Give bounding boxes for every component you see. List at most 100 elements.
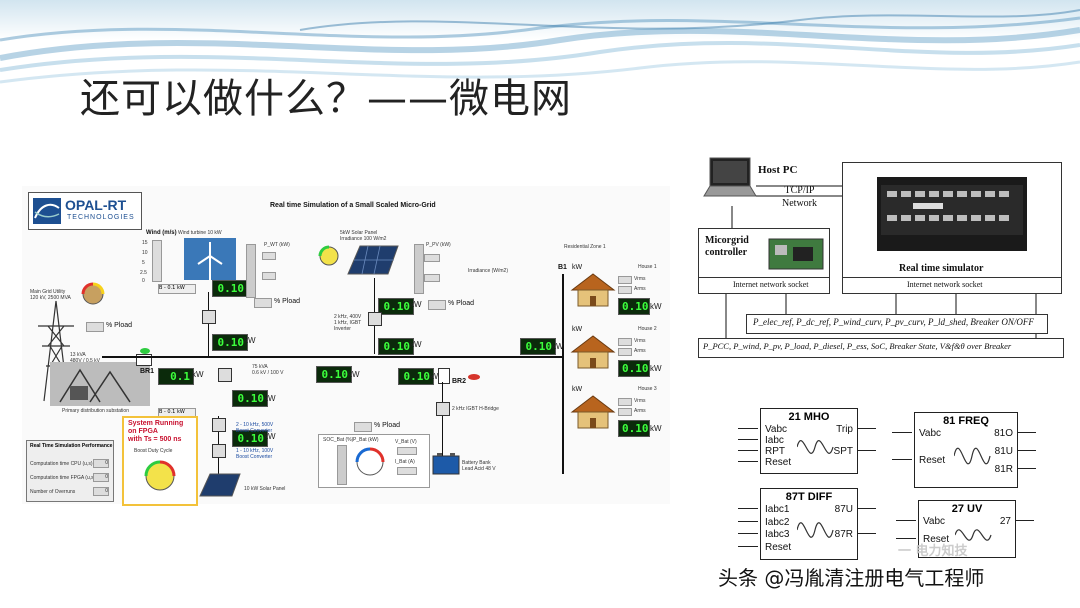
signal-line-2: P_PCC, P_wind, P_pv, P_load, P_diesel, P… xyxy=(698,338,1064,358)
wind-gauge-input-1[interactable] xyxy=(262,252,276,260)
br2-breaker[interactable] xyxy=(438,368,450,384)
perf-row-1: Computation time CPU (u,s) xyxy=(30,461,93,467)
house-power-unit: kW xyxy=(650,364,662,373)
relay-input-wire xyxy=(738,439,758,440)
system-running-box: System Running on FPGA with Ts = 500 ns … xyxy=(122,416,198,506)
perf-title: Real Time Simulation Performance xyxy=(30,443,113,449)
pbat-dial-icon xyxy=(355,447,385,476)
wind-gauge xyxy=(246,244,256,298)
grid-knob-icon[interactable] xyxy=(76,278,110,310)
boost-duty-label: Boost Duty Cycle xyxy=(134,448,173,454)
controller-divider xyxy=(699,277,829,278)
main-power-unit: kW xyxy=(244,336,256,345)
pv-power-display: 0.10 xyxy=(378,298,414,315)
residential-total-display: 0.10 xyxy=(520,338,556,355)
house-power-display: 0.10 xyxy=(618,360,650,377)
wind-mode-select[interactable]: B - 0.1 kW xyxy=(158,284,196,294)
relay-input-wire xyxy=(892,459,912,460)
wind-turbine-label: Wind turbine 10 kW xyxy=(178,230,222,236)
relay-input: Vabc xyxy=(765,424,788,435)
wind-tick-1: 10 xyxy=(142,250,148,256)
laptop-icon xyxy=(703,157,757,197)
duty-knob-icon[interactable] xyxy=(140,456,180,496)
sub-power-unit: kW xyxy=(264,394,276,403)
pv-power-unit: kW xyxy=(410,300,422,309)
socket2-label: Internet network socket xyxy=(907,280,983,289)
relay-input-wire xyxy=(738,520,758,522)
relay-title: 21 MHO xyxy=(788,411,830,423)
rt-sim-divider xyxy=(843,277,1061,278)
main-pload-input[interactable] xyxy=(86,322,104,332)
relay-output-wire xyxy=(1016,520,1034,521)
boost-converter-1 xyxy=(212,418,226,432)
pv-gauge-input-2[interactable] xyxy=(424,274,440,282)
house-vrms-field xyxy=(618,398,632,406)
relay-output: 27 xyxy=(999,516,1011,527)
relay-output-wire xyxy=(858,428,876,429)
signal-line-1: P_elec_ref, P_dc_ref, P_wind_curv, P_pv_… xyxy=(746,314,1048,334)
opal-rt-logo: OPAL-RT TECHNOLOGIES xyxy=(28,192,142,230)
house-label: House 2 xyxy=(638,326,657,332)
battery-gauge-box: SOC_Bat (%) P_Bat (kW) V_Bat (V) I_Bat (… xyxy=(318,434,430,488)
pbat-label: P_Bat (kW) xyxy=(353,437,379,443)
relay-output-wire xyxy=(858,508,876,509)
wind-tick-2: 5 xyxy=(142,260,145,266)
slide-title: 还可以做什么？——微电网 xyxy=(80,76,572,122)
dc-power-unit: kW xyxy=(264,432,276,441)
bus-power-display: 0.1 xyxy=(158,368,194,385)
pv-panel-image xyxy=(347,245,399,275)
house-label: House 3 xyxy=(638,386,657,392)
house-arms-label: Arms xyxy=(634,348,646,354)
perf-val-1: 0 xyxy=(93,459,109,468)
pv-panel-label: 5kW Solar Panel Irradiance 100 W/m2 xyxy=(340,230,387,242)
house-arms-field xyxy=(618,348,632,356)
pv-knob-icon[interactable] xyxy=(314,242,344,270)
residential-label: Residential Zone 1 xyxy=(564,244,606,250)
br1-label: BR1 xyxy=(140,368,155,375)
relay-output-wire xyxy=(1018,468,1036,469)
storage-pload-label: % Pload xyxy=(374,422,401,429)
relay-input-wire xyxy=(738,533,758,534)
house-vrms-field xyxy=(618,276,632,284)
rt-simulator-box: Real time simulator Internet network soc… xyxy=(842,162,1062,294)
relay-output: 87R xyxy=(834,529,853,540)
relay-input: Iabc xyxy=(765,435,784,446)
pv-pload-label: % Pload xyxy=(448,300,475,307)
host-pc-label: Host PC xyxy=(758,164,798,176)
perf-row-3: Number of Overruns xyxy=(30,489,76,495)
battery-label: Battery Bank Lead Acid 48 V xyxy=(462,460,496,472)
house-vrms-field xyxy=(618,338,632,346)
house-arms-label: Arms xyxy=(634,408,646,414)
soc-label: SOC_Bat (%) xyxy=(323,437,354,443)
main-power-display: 0.10 xyxy=(212,334,248,351)
wind-pload-input[interactable] xyxy=(254,298,272,308)
pv-pload-input[interactable] xyxy=(428,300,446,310)
pv-gauge-input-1[interactable] xyxy=(424,254,440,262)
residential-bus xyxy=(562,274,564,474)
wind-slider[interactable] xyxy=(152,240,162,282)
perf-val-3: 0 xyxy=(93,487,109,496)
house-kw-unit: kW xyxy=(572,326,583,333)
house-vrms-label: Vrms xyxy=(634,338,646,344)
wind-gauge-input-2[interactable] xyxy=(262,272,276,280)
header-wave-decoration xyxy=(0,0,1080,84)
relay-input-wire xyxy=(738,461,758,462)
relay-input-wire xyxy=(896,520,916,521)
main-grid-label: Main Grid Utility 120 kV, 2500 MVA xyxy=(30,289,71,301)
b1-label: B1 xyxy=(558,264,567,271)
vbat-field xyxy=(397,447,417,455)
storage-pload-input[interactable] xyxy=(354,422,372,432)
wind-pload-label: % Pload xyxy=(274,298,301,305)
socket1-label: Internet network socket xyxy=(733,280,809,289)
controller-board-image xyxy=(768,238,824,270)
rt-sim-label: Real time simulator xyxy=(899,263,984,274)
perf-row-2: Computation time FPGA (u,s) xyxy=(30,475,96,481)
storage-power-unit: kW xyxy=(430,372,442,381)
controller-label: Micorgrid controller xyxy=(705,235,749,258)
